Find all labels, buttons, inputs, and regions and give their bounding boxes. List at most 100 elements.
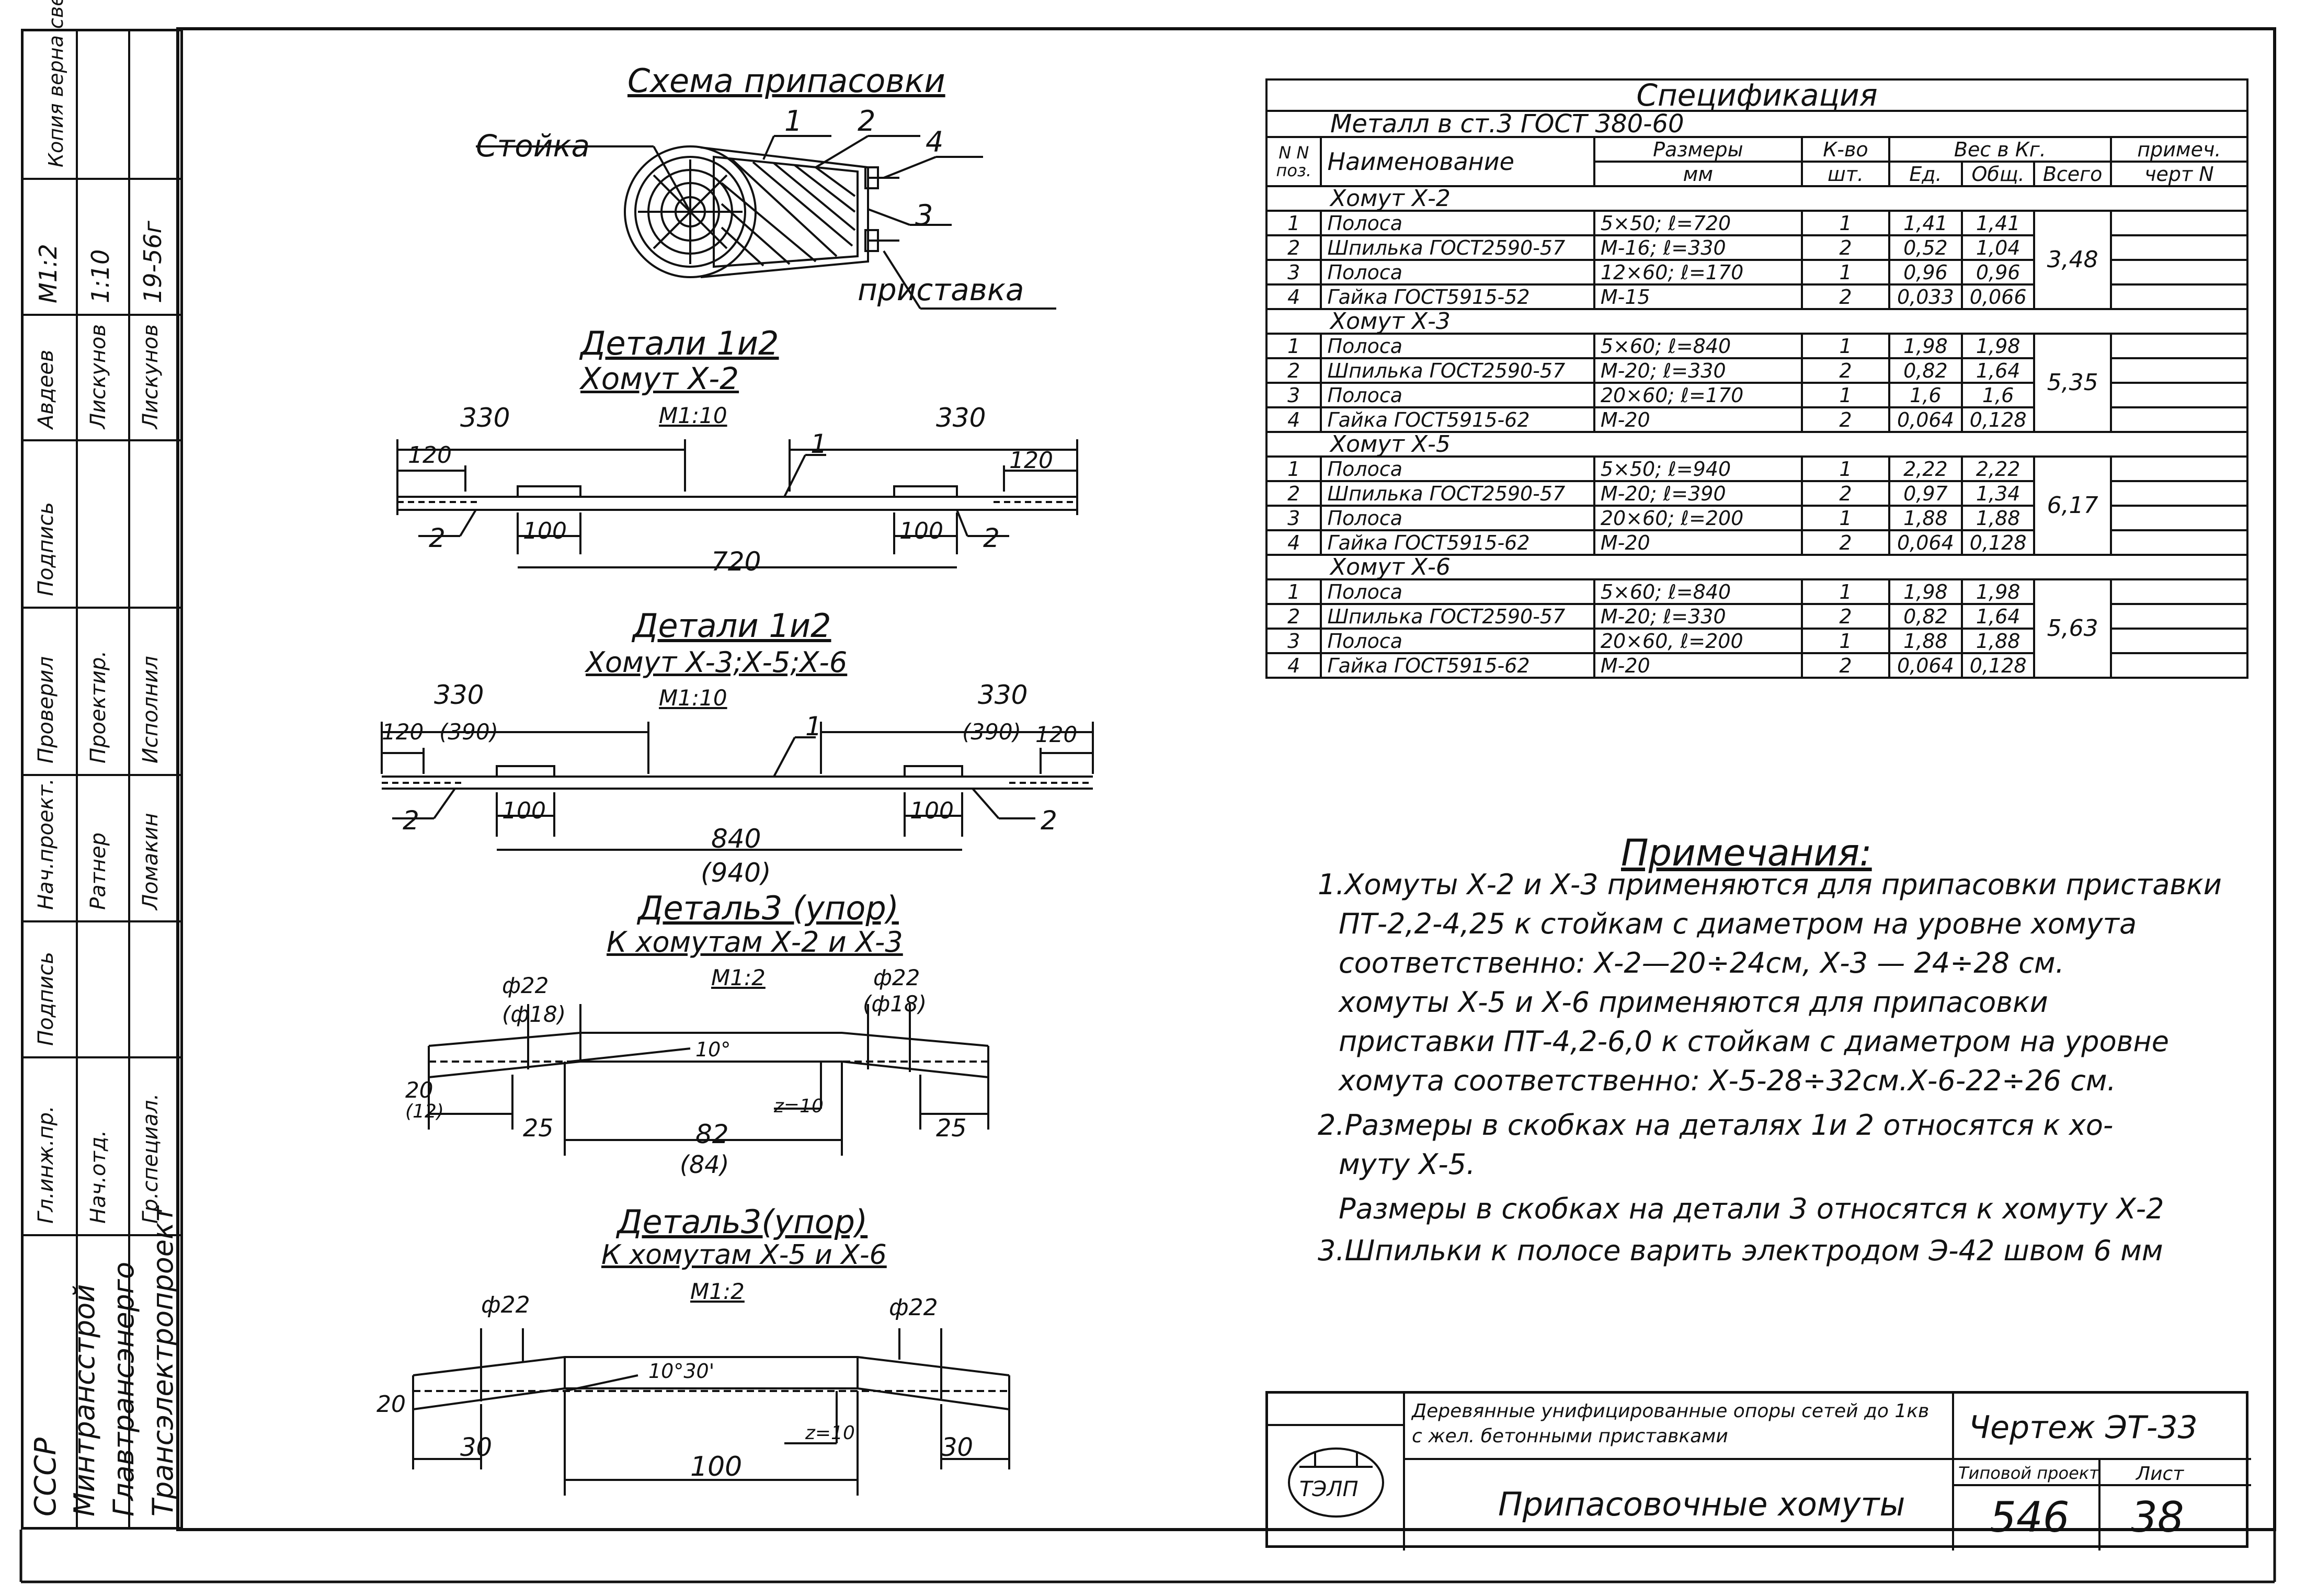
- spec-cell-note: [2109, 283, 2249, 310]
- note-line-10: 3.Шпильки к полосе варить электродом Э-4…: [1318, 1234, 2163, 1267]
- copy-note: Копия верна сверил:: [44, 0, 67, 167]
- spec-header-name: Наименование: [1320, 136, 1595, 187]
- stamp-lines: [1268, 1394, 2251, 1551]
- spec-cell-qty: 1: [1800, 382, 1891, 408]
- schema-callout-4: 4: [926, 126, 944, 158]
- spec-cell-qty: 2: [1800, 357, 1891, 384]
- spec-cell-qty: 1: [1800, 505, 1891, 531]
- sign-2: Подпись: [34, 502, 58, 596]
- spec-group-total: 5,63: [2033, 578, 2112, 679]
- spec-cell-w-unit: 1,98: [1888, 578, 1963, 605]
- spec-cell-w-unit: 0,97: [1888, 480, 1963, 507]
- spec-cell-name: Полоса: [1320, 578, 1595, 605]
- spec-cell-w-total: 0,96: [1960, 259, 2036, 286]
- detail-d-dim-20: 20: [376, 1391, 406, 1418]
- spec-cell-name: Полоса: [1320, 382, 1595, 408]
- stamp-sheet-title: Припасовочные хомуты: [1498, 1485, 1905, 1523]
- detail-a-dim-120-right: 120: [1009, 447, 1053, 474]
- schema-title: Схема припасовки: [627, 62, 945, 100]
- spec-cell-name: Шпилька ГОСТ2590-57: [1320, 357, 1595, 384]
- schema-callout-3: 3: [915, 199, 933, 232]
- detail-b-callout-2-right: 2: [1041, 805, 1057, 836]
- detail-a-dim-720: 720: [711, 546, 761, 577]
- detail-c-drawing: [428, 1004, 989, 1156]
- detail-c-angle: 10°: [695, 1038, 731, 1061]
- spec-cell-qty: 2: [1800, 603, 1891, 630]
- detail-b-dim-330-right: 330: [978, 680, 1028, 710]
- spec-cell-note: [2109, 210, 2249, 236]
- detail-a-callout-2-right: 2: [983, 523, 1000, 553]
- title-block-stamp: ТЭЛП Деревянные унифицированные опоры се…: [1265, 1391, 2251, 1551]
- note-line-7: 2.Размеры в скобках на деталях 1и 2 отно…: [1318, 1109, 2114, 1142]
- note-line-3: соответственно: Х-2—20÷24см, Х-3 — 24÷28…: [1339, 947, 2064, 979]
- detail-a-drawing: [396, 439, 1078, 568]
- detail-d-dim-100: 100: [690, 1451, 743, 1483]
- spec-cell-qty: 2: [1800, 652, 1891, 679]
- spec-cell-w-total: 0,128: [1960, 529, 2036, 556]
- spec-cell-w-total: 1,34: [1960, 480, 2036, 507]
- org-ministry: Минтрансстрой: [68, 1284, 101, 1517]
- spec-cell-pos: 3: [1265, 505, 1322, 531]
- detail-a-callout-1: 1: [810, 429, 827, 459]
- spec-cell-note: [2109, 480, 2249, 507]
- spec-cell-name: Полоса: [1320, 505, 1595, 531]
- detail-d-drawing: [412, 1328, 1010, 1496]
- spec-cell-note: [2109, 382, 2249, 408]
- spec-cell-pos: 1: [1265, 210, 1322, 236]
- role-designer: Проектир.: [86, 650, 110, 763]
- detail-d-angle: 10°30': [648, 1360, 715, 1383]
- detail-c-dim-20: 20: [405, 1077, 433, 1103]
- detail-b-drawing: [381, 722, 1094, 851]
- detail-b-dim-840: 840: [711, 824, 761, 854]
- spec-cell-w-unit: 1,98: [1888, 333, 1963, 359]
- spec-cell-name: Шпилька ГОСТ2590-57: [1320, 603, 1595, 630]
- schema-drawing: [476, 135, 1056, 310]
- detail-b-dim-100-right: 100: [910, 797, 954, 824]
- note-line-4: хомуты Х-5 и Х-6 применяются для припасо…: [1339, 986, 2048, 1019]
- spec-group-total: 5,35: [2033, 333, 2112, 433]
- spec-group-title: Хомут Х-3: [1265, 308, 2248, 335]
- detail-b-dim-390-right: (390): [962, 719, 1021, 745]
- spec-cell-dims: 5×60; ℓ=840: [1593, 578, 1803, 605]
- spec-cell-note: [2109, 628, 2249, 654]
- spec-cell-name: Гайка ГОСТ5915-62: [1320, 529, 1595, 556]
- spec-cell-dims: М-16; ℓ=330: [1593, 234, 1803, 261]
- spec-cell-name: Полоса: [1320, 210, 1595, 236]
- spec-cell-pos: 4: [1265, 529, 1322, 556]
- spec-cell-name: Полоса: [1320, 455, 1595, 482]
- spec-cell-note: [2109, 333, 2249, 359]
- detail-a-dim-330-right: 330: [936, 403, 986, 433]
- spec-cell-name: Гайка ГОСТ5915-52: [1320, 283, 1595, 310]
- spec-cell-dims: М-20: [1593, 529, 1803, 556]
- note-line-8: муту Х-5.: [1339, 1148, 1476, 1181]
- spec-cell-w-total: 1,88: [1960, 628, 2036, 654]
- spec-header-w-unit: Ед.: [1888, 161, 1963, 187]
- stamp-sheet-no: 38: [2131, 1493, 2184, 1542]
- spec-cell-w-total: 1,98: [1960, 578, 2036, 605]
- spec-cell-dims: 20×60; ℓ=170: [1593, 382, 1803, 408]
- detail-b-dim-120-right: 120: [1035, 722, 1078, 747]
- spec-cell-note: [2109, 578, 2249, 605]
- spec-group-title: Хомут Х-2: [1265, 185, 2248, 212]
- note-line-2: ПТ-2,2-4,25 к стойкам с диаметром на уро…: [1339, 907, 2137, 940]
- stamp-drawing-label: Чертеж ЭТ-33: [1969, 1409, 2198, 1446]
- spec-group-title: Хомут Х-6: [1265, 554, 2248, 580]
- org-ussr: СССР: [29, 1437, 63, 1517]
- spec-header-note: примеч.: [2109, 136, 2249, 163]
- stamp-logo: ТЭЛП: [1299, 1477, 1359, 1501]
- spec-cell-name: Гайка ГОСТ5915-62: [1320, 406, 1595, 433]
- spec-title: Спецификация: [1265, 78, 2248, 111]
- detail-c-subtitle: К хомутам Х-2 и Х-3: [607, 926, 903, 959]
- detail-c-scale: М1:2: [711, 965, 766, 990]
- spec-cell-w-unit: 0,064: [1888, 529, 1963, 556]
- spec-cell-w-total: 1,64: [1960, 603, 2036, 630]
- title-strip: СССР Минтрансстрой Главтрансэнерго Транс…: [21, 0, 183, 1530]
- spec-cell-w-unit: 1,88: [1888, 628, 1963, 654]
- name-avdeev: Авдеев: [34, 349, 58, 429]
- spec-header-qty-unit: шт.: [1800, 161, 1891, 187]
